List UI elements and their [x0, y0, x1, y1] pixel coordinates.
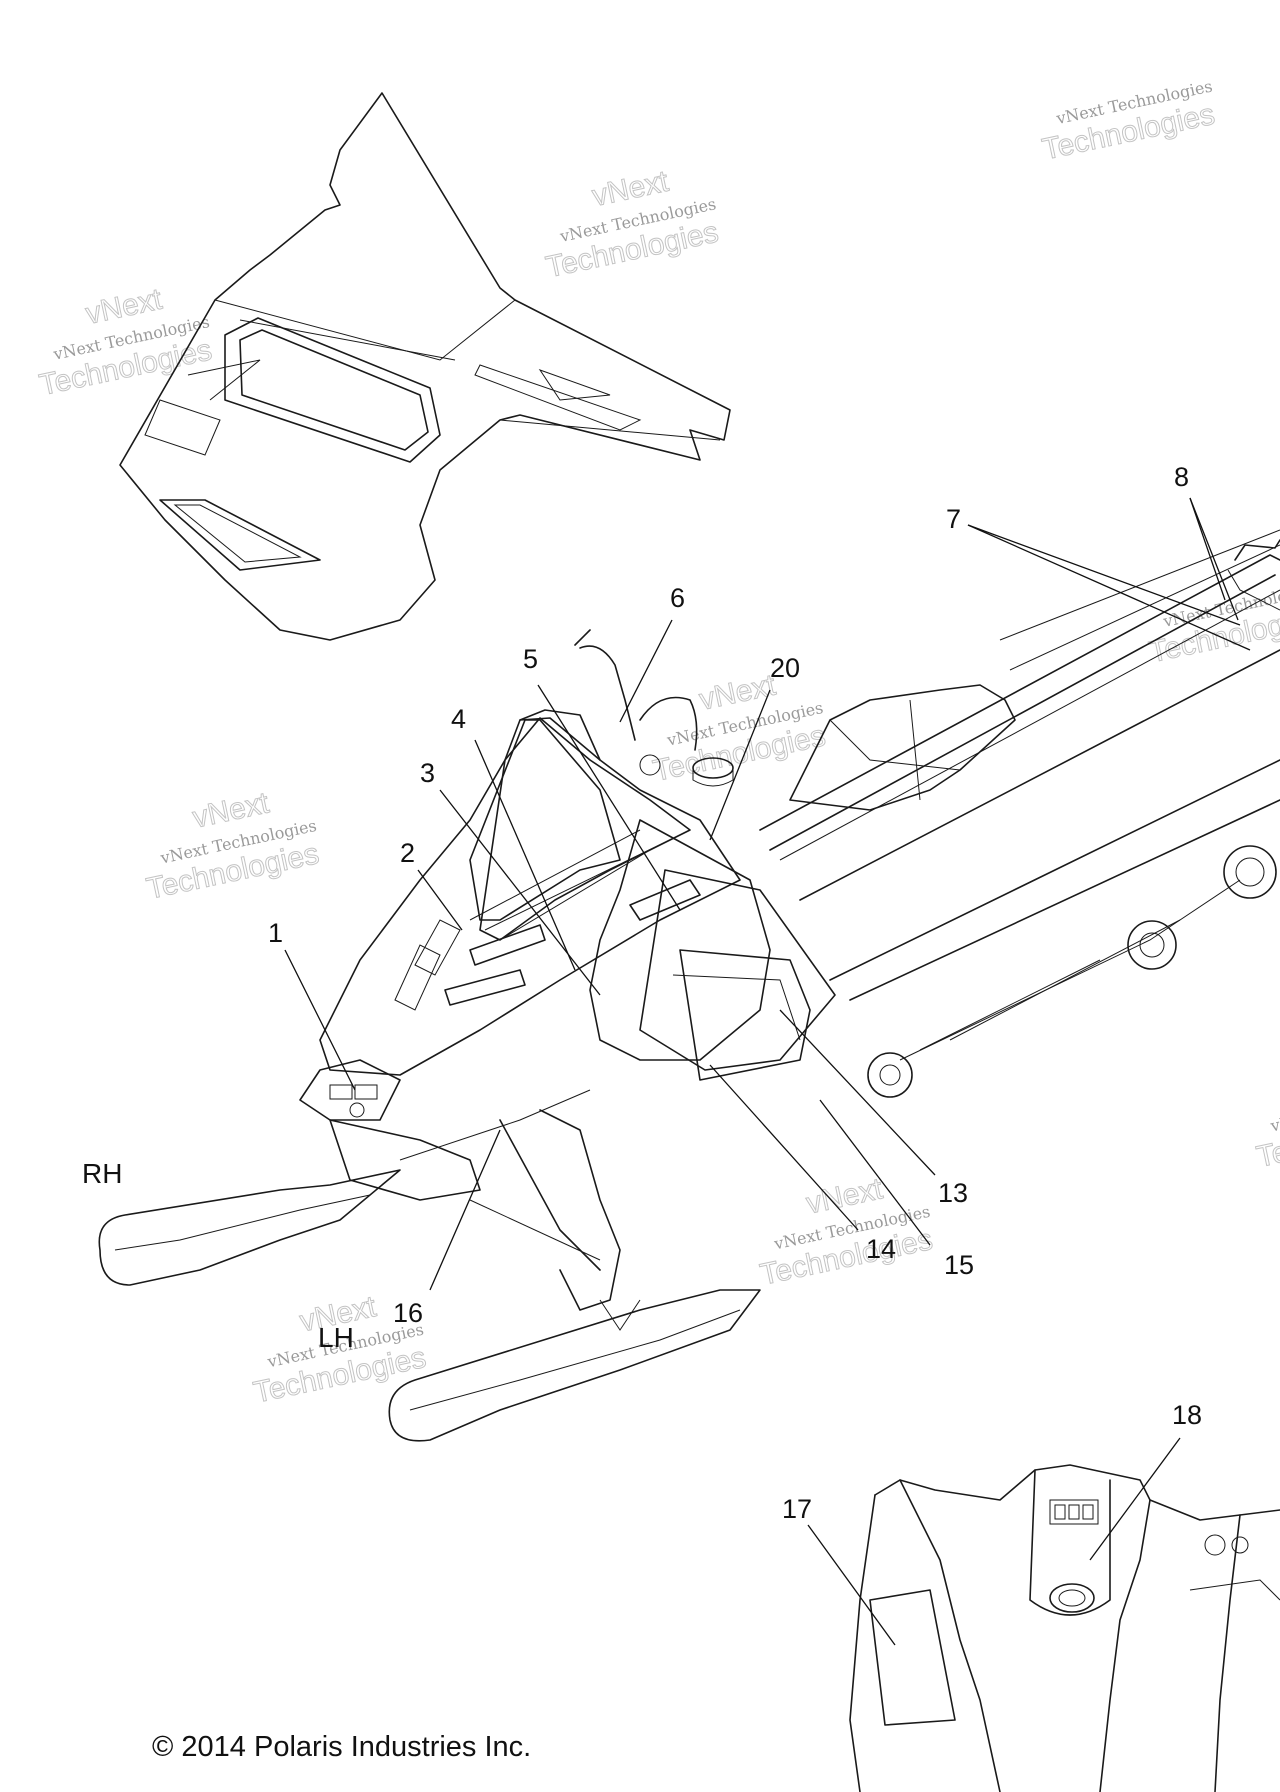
dash-console-view	[849, 1464, 1280, 1792]
snowmobile-illustration	[98, 529, 1280, 1442]
callout-17: 17	[782, 1494, 812, 1524]
side-label-lh: LH	[318, 1322, 354, 1353]
callout-1: 1	[268, 918, 283, 948]
callout-8: 8	[1174, 462, 1189, 492]
callout-2: 2	[400, 838, 415, 868]
hood-decal-panel	[119, 92, 731, 641]
callout-4: 4	[451, 704, 466, 734]
callout-15: 15	[944, 1250, 974, 1280]
callout-20: 20	[770, 653, 800, 683]
callout-13: 13	[938, 1178, 968, 1208]
copyright-text: © 2014 Polaris Industries Inc.	[152, 1731, 531, 1763]
callout-labels: 1 2 3 4 5 6 7 8 13 14 15 16 17 18 20	[268, 462, 1202, 1524]
watermark-group: vNext vNext Technologies Technologies vN…	[36, 76, 1280, 1410]
leader-lines	[284, 497, 1251, 1646]
callout-5: 5	[523, 644, 538, 674]
callout-14: 14	[866, 1234, 896, 1264]
callout-7: 7	[946, 504, 961, 534]
side-label-rh: RH	[82, 1158, 122, 1189]
callout-6: 6	[670, 583, 685, 613]
callout-3: 3	[420, 758, 435, 788]
callout-18: 18	[1172, 1400, 1202, 1430]
watermark: vNext Technologies	[1268, 1084, 1280, 1136]
callout-16: 16	[393, 1298, 423, 1328]
